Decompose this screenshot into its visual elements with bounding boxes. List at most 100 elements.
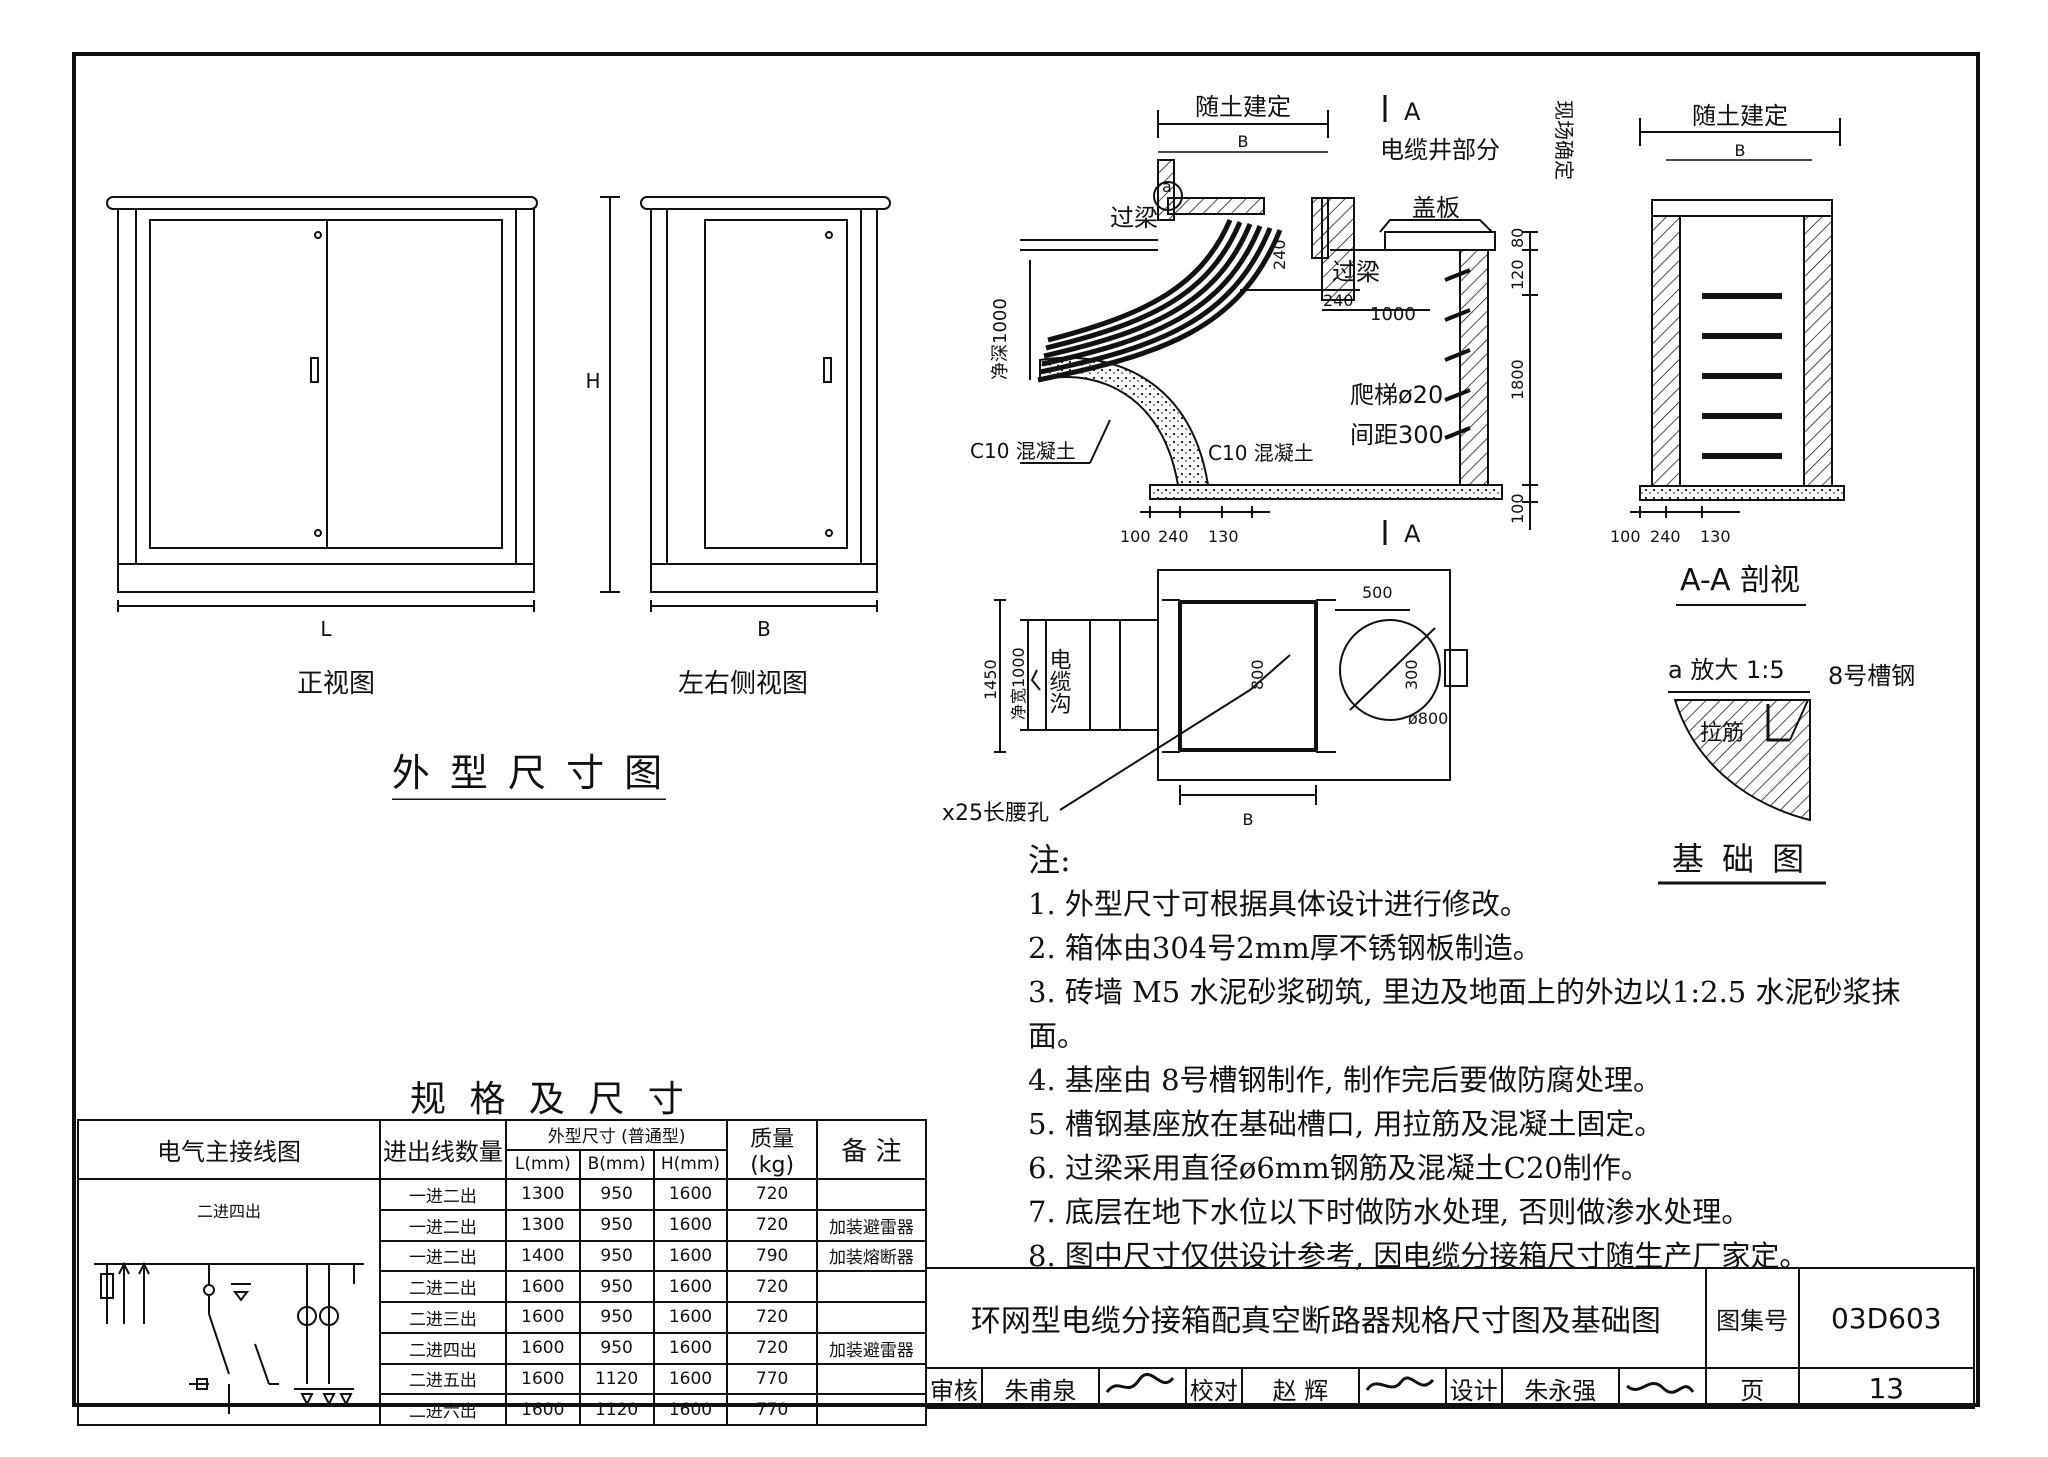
col-remark-header: 备 注: [815, 1119, 928, 1180]
row-lines: 一进二出: [379, 1178, 507, 1211]
foundation-drawings: 随土建定 B A 电缆井部分 现场确定: [940, 93, 1915, 885]
slot-holes-label: 6-13x25长腰孔: [940, 801, 1049, 826]
row-mass: 720: [726, 1270, 818, 1303]
row-H: 1600: [652, 1178, 729, 1211]
row-B: 950: [578, 1239, 655, 1273]
plan-dim-300: 300: [1402, 659, 1421, 690]
wiring-diagram: [94, 1261, 364, 1414]
aa-dim-240: 240: [1650, 527, 1681, 546]
row-L: 1600: [504, 1270, 581, 1303]
side-view-caption: 左右侧视图: [678, 669, 808, 699]
drawing-title: 环网型电缆分接箱配真空断路器规格尺寸图及基础图: [925, 1267, 1707, 1369]
plan-view: [994, 569, 1468, 811]
dim-240-h: 240: [1323, 291, 1354, 310]
notes-block: 注: 1. 外型尺寸可根据具体设计进行修改。 2. 箱体由304号2mm厚不锈钢…: [1028, 838, 1948, 1278]
review-label: 审核: [925, 1367, 983, 1409]
col-B-header: B(mm): [578, 1148, 655, 1180]
row-remark: [815, 1270, 928, 1303]
note-item: 4. 基座由 8号槽钢制作, 制作完后要做防腐处理。: [1028, 1063, 1662, 1097]
wiring-diagram-cell: 二进四出: [77, 1178, 381, 1426]
row-remark: 加装熔断器: [815, 1239, 928, 1273]
col-mass-header: 质量(kg): [726, 1119, 818, 1180]
col-L-header: L(mm): [504, 1148, 581, 1180]
detail-a-marker: a: [1162, 177, 1172, 196]
dim-1000-h: 1000: [1370, 304, 1416, 325]
dim-100-v: 100: [1508, 493, 1527, 524]
row-L: 1600: [504, 1362, 581, 1396]
base-dim-130: 130: [1208, 527, 1239, 546]
base-dim-100: 100: [1120, 527, 1151, 546]
row-remark: [815, 1178, 928, 1211]
row-B: 950: [578, 1331, 655, 1365]
elevation-views: L H 正视图 B 左右侧视图 外 型 尺 寸 图: [106, 196, 891, 800]
plan-dim-500: 500: [1362, 583, 1393, 602]
note-item: 6. 过梁采用直径ø6mm钢筋及混凝土C20制作。: [1028, 1151, 1650, 1185]
front-view-caption: 正视图: [297, 669, 375, 699]
note-item: 3. 砖墙 M5 水泥砂浆砌筑, 里边及地面上的外边以1:2.5 水泥砂浆抹面。: [1028, 975, 1901, 1053]
dim-120: 120: [1508, 259, 1527, 290]
detail-a-drawing: [1673, 699, 1811, 822]
row-H: 1600: [652, 1393, 729, 1426]
row-L: 1400: [504, 1239, 581, 1273]
cover-plate-label: 盖板: [1412, 194, 1460, 222]
aa-section: [1630, 199, 1845, 518]
section-mark-a-bottom: A: [1404, 520, 1421, 548]
row-mass: 720: [726, 1331, 818, 1365]
dim-240-v: 240: [1270, 239, 1289, 270]
detail-a-title: a 放大 1:5: [1668, 656, 1785, 684]
row-H: 1600: [652, 1208, 729, 1242]
row-L: 1600: [504, 1331, 581, 1365]
title-block: 环网型电缆分接箱配真空断路器规格尺寸图及基础图 图集号 03D603 审核 朱甫…: [925, 1267, 1976, 1409]
row-B: 1120: [578, 1362, 655, 1396]
row-remark: [815, 1393, 928, 1426]
col-dims-header: 外型尺寸 (普通型): [504, 1119, 729, 1151]
row-remark: 加装避雷器: [815, 1208, 928, 1242]
row-H: 1600: [652, 1331, 729, 1365]
note-item: 1. 外型尺寸可根据具体设计进行修改。: [1028, 887, 1529, 921]
row-lines: 二进二出: [379, 1270, 507, 1303]
follow-soil-label-2: 随土建定: [1692, 102, 1788, 130]
page-number: 13: [1797, 1367, 1976, 1409]
ladder-label: 爬梯ø20: [1350, 381, 1443, 409]
row-mass: 790: [726, 1239, 818, 1273]
aa-section-caption: A-A 剖视: [1680, 563, 1800, 598]
row-H: 1600: [652, 1239, 729, 1273]
row-mass: 720: [726, 1208, 818, 1242]
row-mass: 720: [726, 1178, 818, 1211]
dim-B-plan: B: [1243, 810, 1254, 829]
spec-table: 电气主接线图 进出线数量 外型尺寸 (普通型) 质量(kg) 备 注 L(mm)…: [77, 1119, 928, 1426]
plan-dim-800: 800: [1248, 659, 1267, 690]
row-mass: 720: [726, 1301, 818, 1334]
atlas-number: 03D603: [1797, 1267, 1976, 1369]
plan-dim-d800: ø800: [1408, 709, 1448, 728]
channel-label: 8号槽钢: [1828, 662, 1915, 690]
row-remark: [815, 1362, 928, 1396]
spec-table-title: 规 格 及 尺 寸: [410, 1079, 690, 1120]
dim-B-section: B: [1238, 132, 1249, 151]
row-B: 950: [578, 1270, 655, 1303]
row-lines: 一进二出: [379, 1239, 507, 1273]
side-view: [640, 196, 891, 612]
dim-H-label: H: [585, 369, 600, 393]
row-remark: [815, 1301, 928, 1334]
check-label: 校对: [1184, 1367, 1243, 1409]
row-mass: 770: [726, 1362, 818, 1396]
site-determined-label: 现场确定: [1552, 100, 1576, 180]
row-B: 950: [578, 1208, 655, 1242]
wiring-diagram-label: 二进四出: [196, 1202, 261, 1221]
cable-well-label: 电缆井部分: [1380, 136, 1500, 164]
row-lines: 二进六出: [379, 1393, 507, 1426]
col-lines-header: 进出线数量: [379, 1119, 507, 1180]
designer-signature: [1618, 1367, 1707, 1409]
row-B: 950: [578, 1301, 655, 1334]
cable-section: [1020, 159, 1538, 530]
note-item: 2. 箱体由304号2mm厚不锈钢板制造。: [1028, 931, 1542, 965]
row-H: 1600: [652, 1301, 729, 1334]
reviewer-signature: [1098, 1367, 1187, 1409]
row-B: 1120: [578, 1393, 655, 1426]
row-L: 1600: [504, 1301, 581, 1334]
note-item: 7. 底层在地下水位以下时做防水处理, 否则做渗水处理。: [1028, 1195, 1751, 1229]
reviewer-name: 朱甫泉: [980, 1367, 1101, 1409]
section-mark-a-top: A: [1404, 98, 1421, 126]
cable-trench-label: 电缆沟: [1046, 648, 1072, 714]
